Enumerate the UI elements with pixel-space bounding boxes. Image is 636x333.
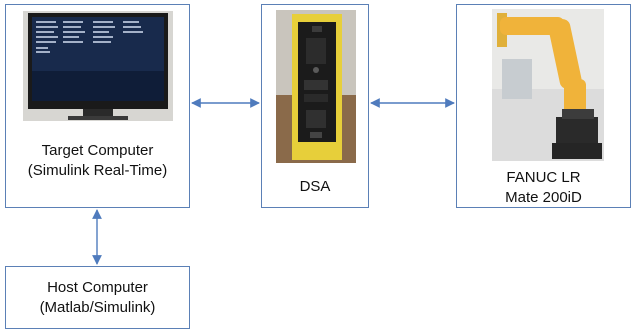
dsa-box: DSA	[261, 4, 369, 208]
target-computer-box: Target Computer (Simulink Real-Time)	[5, 4, 190, 208]
target-computer-label: Target Computer (Simulink Real-Time)	[27, 142, 168, 179]
dsa-controller-photo	[276, 10, 356, 163]
host-computer-box: Host Computer (Matlab/Simulink)	[5, 266, 190, 329]
robot-label: FANUC LR Mate 200iD	[505, 169, 582, 206]
target-monitor-photo	[23, 11, 173, 121]
host-computer-label: Host Computer (Matlab/Simulink)	[39, 279, 156, 316]
fanuc-robot-photo	[492, 9, 604, 161]
dsa-label: DSA	[299, 178, 331, 195]
robot-box: FANUC LR Mate 200iD	[456, 4, 631, 208]
